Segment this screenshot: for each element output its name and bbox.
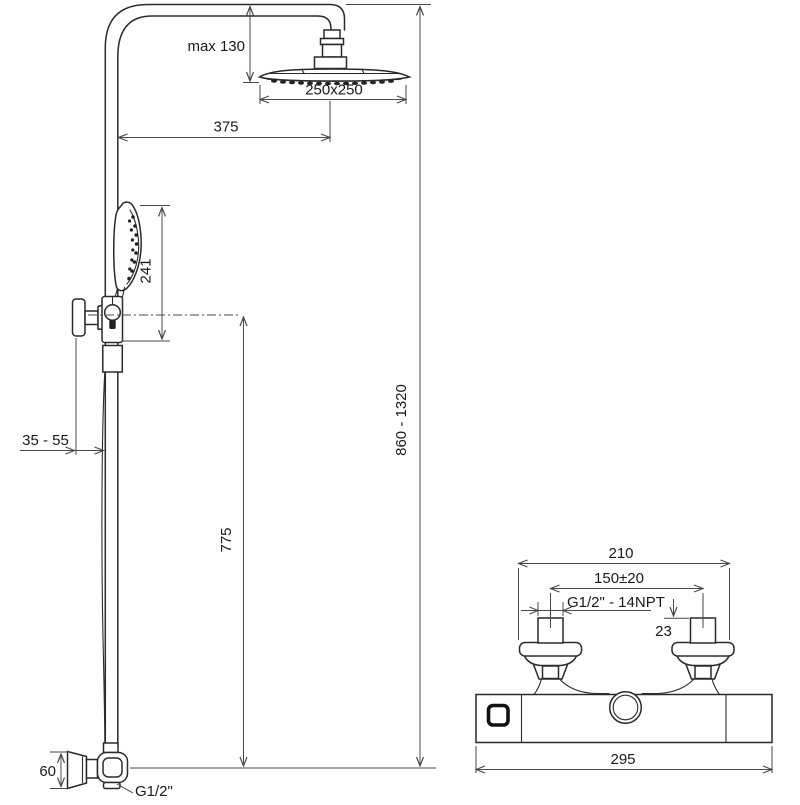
dim-head-size: 250x250 xyxy=(260,82,406,104)
bracket-knob xyxy=(103,303,122,322)
dim-label: 210 xyxy=(608,545,633,562)
dim-label: 241 xyxy=(138,258,155,283)
thread-label: G1/2" - 14NPT xyxy=(567,594,665,611)
dim-label: 860 - 1320 xyxy=(393,384,410,456)
mixer-center-cap xyxy=(608,690,643,725)
dim-thread-length: 23 xyxy=(655,599,689,640)
head-nozzles xyxy=(266,78,402,86)
dim-label: 60 xyxy=(39,763,56,780)
head-swivel-joint xyxy=(313,29,348,70)
dim-label: 150±20 xyxy=(594,570,644,587)
dim-label: 295 xyxy=(610,751,635,768)
mixer-logo-badge xyxy=(486,703,510,727)
dim-arm-reach: 375 xyxy=(119,101,331,142)
dim-label: 23 xyxy=(655,623,672,640)
dim-inlet-thread: G1/2" - 14NPT xyxy=(521,594,665,616)
dim-wall-clearance: 35 - 55 xyxy=(20,338,104,455)
rain-shower-head xyxy=(257,68,412,86)
wall-bracket xyxy=(71,295,124,373)
right-inlet-connector xyxy=(641,617,735,696)
dim-label: 250x250 xyxy=(305,82,363,99)
dim-label: 775 xyxy=(218,527,235,552)
shower-hose xyxy=(101,371,119,754)
dim-label: 35 - 55 xyxy=(22,432,69,449)
slider-block xyxy=(102,344,124,373)
thermostatic-mixer-front-view: 210 150±20 G1/2" - 14NPT 23 295 xyxy=(476,545,772,773)
riser-pipe-and-arm xyxy=(104,3,346,749)
dim-bracket-to-bottom: 775 xyxy=(218,317,244,766)
dim-body-width: 295 xyxy=(476,746,772,773)
hand-shower-nozzles xyxy=(127,215,139,281)
dim-inlet-spacing: 150±20 xyxy=(551,570,704,628)
dim-label: max 130 xyxy=(187,38,245,55)
dim-label: 375 xyxy=(213,119,238,136)
left-inlet-connector xyxy=(518,617,610,696)
thread-label: G1/2" xyxy=(135,783,173,800)
dim-elbow-escutcheon-height: 60 xyxy=(39,751,70,789)
dim-max-head-drop: max 130 xyxy=(187,7,259,83)
wall-elbow-connection xyxy=(66,750,129,790)
dim-overall-connector-width: 210 xyxy=(519,545,730,640)
hand-shower xyxy=(113,201,142,298)
dim-hand-shower-length: 241 xyxy=(122,205,170,342)
label-outlet-thread: G1/2" xyxy=(116,783,173,800)
dim-column-height-range: 860 - 1320 xyxy=(393,7,420,767)
